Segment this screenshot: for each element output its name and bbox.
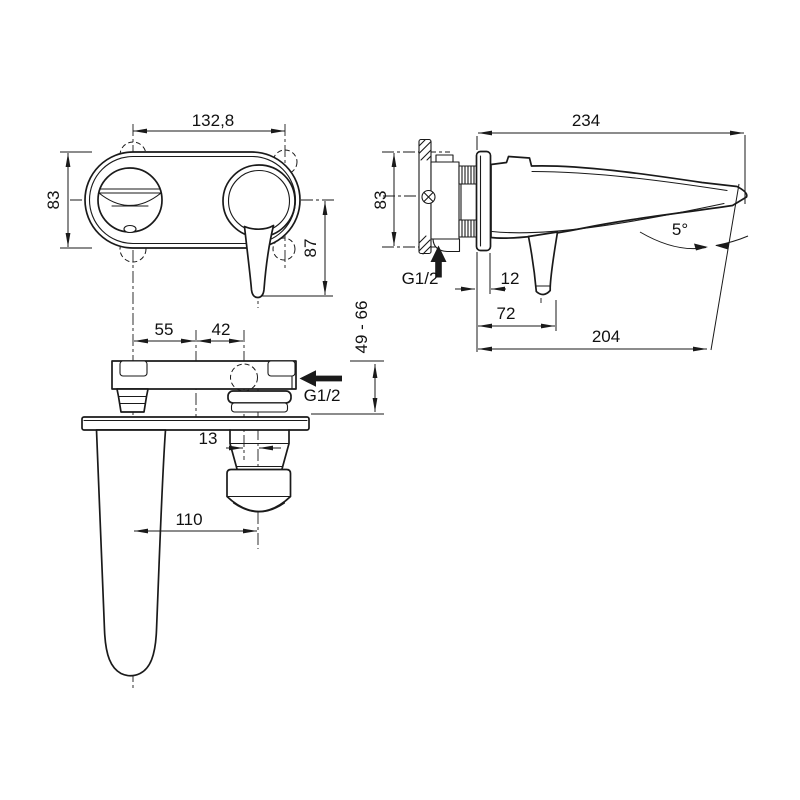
- dim-plan-center-to-handle: 42: [197, 320, 243, 344]
- spout-outlet-front: [97, 167, 163, 234]
- flow-direction-up-arrow-icon: [430, 245, 447, 278]
- dim-side-body-height-label: 83: [371, 191, 390, 210]
- escutcheon-plate-plan: [81, 416, 310, 431]
- plan-inlet-thread-label: G1/2: [304, 386, 341, 405]
- dim-plan-spout-to-handle: 110: [134, 510, 257, 534]
- handle-lever-front: [243, 224, 275, 299]
- dim-front-hole-spacing: 132,8: [133, 111, 285, 134]
- cartridge-hidden-circle: [230, 363, 258, 392]
- spout-tube-plan: [95, 429, 167, 677]
- side-view: 5° 234 83 G1/2 12 72: [371, 111, 749, 352]
- side-inlet-thread-callout: G1/2: [402, 245, 447, 288]
- dim-front-lever-drop-label: 87: [301, 239, 320, 258]
- dim-side-plate-thickness: 12: [455, 253, 519, 294]
- dim-side-total-length-label: 234: [572, 111, 600, 130]
- handle-front: [222, 164, 296, 299]
- dim-front-plate-height: 83: [44, 151, 92, 249]
- escutcheon-plate-side: [475, 150, 492, 252]
- dim-plan-handle-offset: 13: [199, 429, 281, 451]
- dim-plan-spout-to-center-label: 55: [155, 320, 174, 339]
- dim-side-spout-angle-label: 5°: [672, 220, 688, 239]
- dim-plan-wall-depth-range-label: 49 - 66: [352, 301, 371, 354]
- screw-boss-left-plan: [119, 360, 148, 377]
- dim-side-plate-thickness-label: 12: [501, 269, 520, 288]
- body-plan: [111, 360, 297, 392]
- flow-direction-left-arrow-icon: [299, 370, 342, 387]
- dim-side-total-length: 234: [476, 111, 746, 204]
- dim-plan-spout-to-handle-label: 110: [175, 510, 202, 529]
- spout-angle-reference: 5°: [639, 183, 749, 351]
- handle-knob-plan: [226, 429, 292, 513]
- front-view: 132,8 83 87: [44, 111, 333, 299]
- dim-plan-handle-offset-label: 13: [199, 429, 218, 448]
- spout-side: [490, 155, 748, 239]
- plan-view: 55 42 49 - 66 G1/2 13 110: [81, 301, 384, 677]
- screw-boss-right-plan: [267, 360, 296, 377]
- dim-plan-wall-depth-range: 49 - 66: [311, 301, 384, 415]
- dim-front-hole-spacing-label: 132,8: [192, 111, 235, 130]
- dim-side-spout-projection: 204: [478, 327, 707, 352]
- handle-side: [527, 231, 559, 296]
- spout-hub-plan: [116, 388, 149, 413]
- dim-side-spout-projection-label: 204: [592, 327, 620, 346]
- dim-side-handle-projection: 72: [476, 252, 557, 352]
- dim-side-handle-projection-label: 72: [497, 304, 516, 323]
- dim-plan-center-to-handle-label: 42: [212, 320, 231, 339]
- dim-front-lever-drop: 87: [262, 201, 333, 297]
- dim-front-plate-height-label: 83: [44, 191, 63, 210]
- plan-inlet-thread-callout: G1/2: [299, 370, 342, 405]
- handle-hub-plan: [227, 390, 292, 413]
- dim-plan-spout-to-center: 55: [134, 320, 195, 344]
- dim-side-body-height: 83: [371, 153, 397, 246]
- side-inlet-thread-label: G1/2: [402, 269, 439, 288]
